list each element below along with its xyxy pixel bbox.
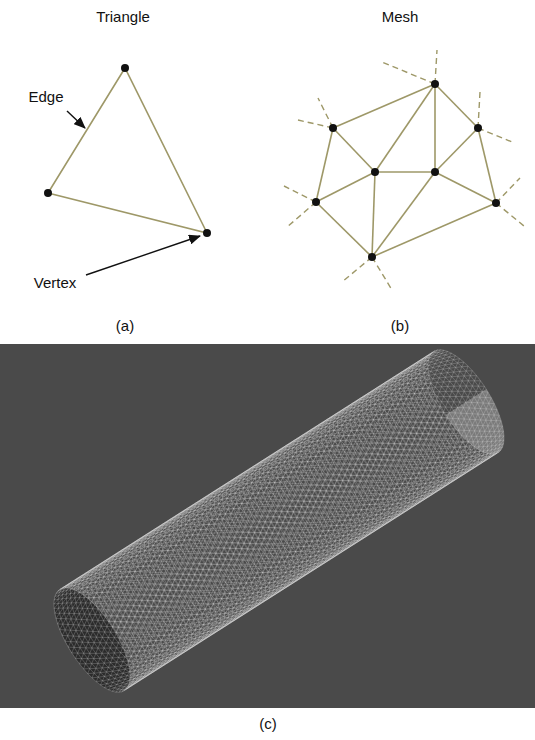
vertex-dot xyxy=(121,64,129,72)
tube-opening xyxy=(54,588,130,692)
panel-title: Mesh xyxy=(382,8,419,26)
part-label: Vertex xyxy=(34,274,77,292)
render-background xyxy=(0,344,535,708)
vertex-dot xyxy=(312,80,500,261)
panel-letter: (b) xyxy=(391,317,409,335)
wire-edges xyxy=(54,350,504,692)
panel-letter: (a) xyxy=(116,317,134,335)
tube-wireframe xyxy=(54,350,504,692)
triangle xyxy=(44,64,211,275)
vertex-dot xyxy=(203,229,211,237)
mesh-continuation xyxy=(284,50,524,290)
leader-arrow xyxy=(86,236,200,275)
vertex-dot xyxy=(44,189,52,197)
leader-arrow xyxy=(67,111,85,128)
mesh-edges xyxy=(316,84,496,257)
panel-letter: (c) xyxy=(259,715,277,733)
mesh xyxy=(284,50,524,290)
panel-title: Triangle xyxy=(96,8,150,26)
part-label: Edge xyxy=(28,88,63,106)
triangle-edges xyxy=(48,68,207,233)
